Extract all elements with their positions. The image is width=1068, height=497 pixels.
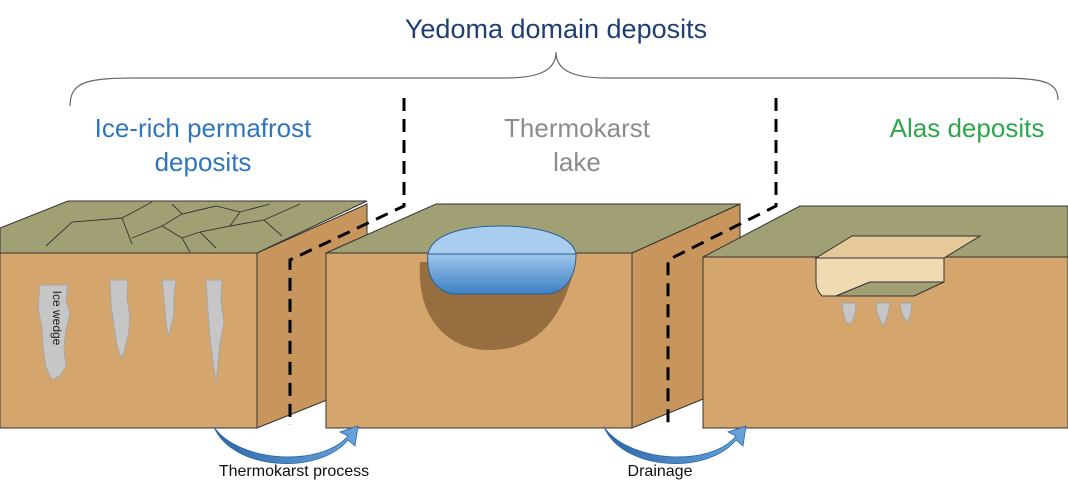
polygon-network	[45, 201, 301, 253]
ice-rich-heading-line1: Ice-rich permafrost	[95, 113, 312, 143]
thermokarst-heading-line2: lake	[553, 147, 601, 177]
block1-surface	[0, 200, 368, 254]
lake-surface	[427, 225, 577, 255]
alas-heading: Alas deposits	[890, 113, 1045, 143]
block-ice-rich: Ice wedge	[0, 200, 368, 429]
ice-wedge-2	[109, 279, 131, 360]
ice-rich-heading-line2: deposits	[155, 147, 252, 177]
separator-1	[288, 98, 406, 425]
ice-wedge-label: Ice wedge	[50, 291, 64, 346]
diagram-title: Yedoma domain deposits	[405, 14, 707, 44]
thermokarst-heading-line1: Thermokarst	[504, 113, 651, 143]
lake-water	[427, 253, 577, 295]
thermokarst-process-arrow	[213, 425, 359, 464]
alas-bottom	[835, 281, 945, 297]
alas-wedge-3	[899, 302, 913, 323]
ice-wedge-1	[37, 284, 71, 381]
alas-wedge-2	[875, 302, 891, 328]
ice-wedge-3	[161, 279, 177, 337]
block-thermokarst	[325, 203, 741, 429]
alas-wedge-1	[841, 302, 857, 325]
thermokarst-process-label: Thermokarst process	[219, 463, 369, 480]
top-brace	[69, 51, 1059, 107]
drainage-arrow	[603, 425, 747, 464]
drainage-label: Drainage	[628, 463, 693, 480]
block-alas	[702, 205, 1068, 429]
separator-2	[666, 98, 778, 425]
ice-wedge-4	[205, 279, 225, 383]
